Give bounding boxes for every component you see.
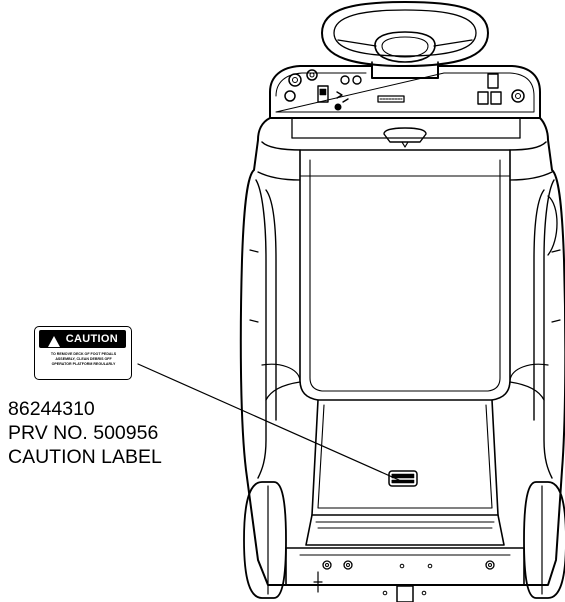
caution-heading-text: CAUTION <box>65 333 118 345</box>
part-callout: 86244310 PRV NO. 500956 CAUTION LABEL <box>8 397 162 469</box>
caution-label-body: TO REMOVE DECK OF FOOT PEDALS ASSEMBLY, … <box>40 352 127 367</box>
operator-seat-cavity <box>265 149 545 401</box>
caution-body-line: TO REMOVE DECK OF FOOT PEDALS <box>50 352 117 356</box>
leader-line <box>137 363 400 481</box>
prv-number: PRV NO. 500956 <box>8 422 159 444</box>
caution-label-heading: CAUTION <box>39 330 126 348</box>
lower-frame <box>285 547 525 602</box>
side-panels <box>249 179 561 479</box>
caution-body-line: OPERATOR PLATFORM REGULARLY <box>51 362 116 366</box>
warning-triangle-icon <box>48 336 60 347</box>
caution-body-line: ASSEMBLY, CLEAN DEBRIS OFF <box>55 357 112 361</box>
caution-label-on-machine <box>388 470 418 487</box>
steering-wheel <box>321 1 489 79</box>
rear-wheels <box>243 481 565 599</box>
control-console <box>269 65 541 119</box>
part-description: CAUTION LABEL <box>8 446 162 468</box>
caution-label-detail: CAUTION TO REMOVE DECK OF FOOT PEDALS AS… <box>34 326 132 380</box>
operator-platform <box>305 399 505 546</box>
part-number: 86244310 <box>8 398 95 420</box>
